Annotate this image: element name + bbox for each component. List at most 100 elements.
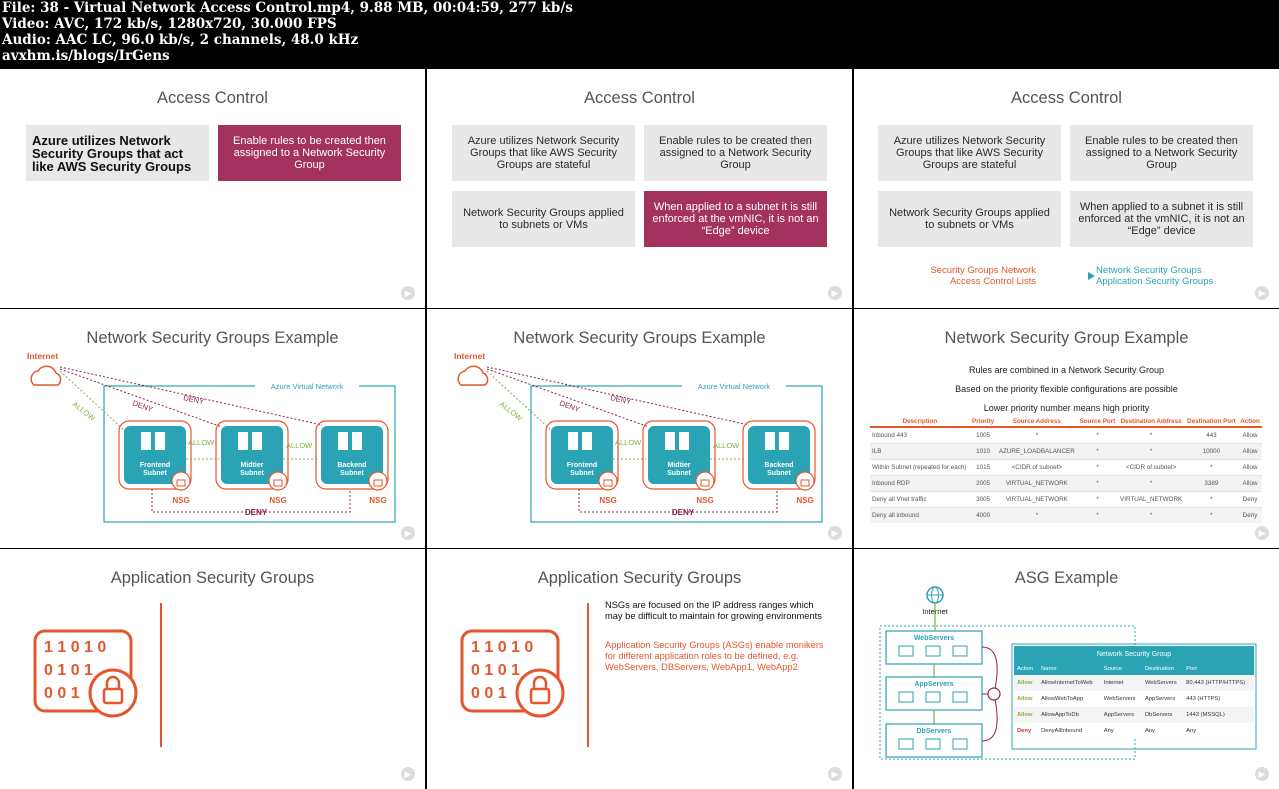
table-cell: AppServers xyxy=(1103,712,1135,718)
deny-label: DENY xyxy=(245,508,268,517)
lock-body xyxy=(603,479,613,487)
vnet-border xyxy=(103,385,396,523)
table-cell: Allow xyxy=(1238,443,1262,460)
slide-title: Application Security Groups xyxy=(537,569,742,587)
subnet-label: Subnet xyxy=(340,470,364,477)
asg-group-label: AppServers xyxy=(914,681,953,688)
table-cell: 2005 xyxy=(969,475,997,492)
table-cell: * xyxy=(1117,475,1185,492)
lock-icon xyxy=(268,471,288,491)
slide-title: Access Control xyxy=(157,89,268,107)
audio-info: Audio: AAC LC, 96.0 kb/s, 2 channels, 48… xyxy=(2,32,359,48)
binary-row: 0 1 0 1 xyxy=(471,662,520,679)
subnet-label: Midtier xyxy=(241,462,264,469)
nsg-label: NSG xyxy=(796,496,813,505)
subnet-label: Backend xyxy=(764,462,793,469)
table-cell: 80,443 (HTTP/HTTPS) xyxy=(1186,680,1246,686)
table-cell: Allow xyxy=(1017,712,1033,718)
table-cell: * xyxy=(1117,426,1185,444)
nsg-stateful-box: Azure utilizes Network Security Groups t… xyxy=(878,125,1061,181)
bullet-list: Rules are combined in a Network Security… xyxy=(854,361,1279,418)
internet-label: Internet xyxy=(454,351,485,361)
table-cell: AppServers xyxy=(1144,696,1176,702)
table-cell: * xyxy=(1077,475,1118,492)
deny-path xyxy=(486,366,750,426)
slide-title: Application Security Groups xyxy=(110,569,315,587)
deny-label: DENY xyxy=(183,393,205,406)
subnet-box xyxy=(748,426,810,484)
next-slide-icon: ▶ xyxy=(828,286,842,300)
table-cell: * xyxy=(1184,491,1239,508)
from-label: Security Groups Network Access Control L… xyxy=(930,265,1036,287)
server-icon xyxy=(155,432,165,450)
asg-header-cell: Source xyxy=(1103,666,1123,672)
table-cell: Deny xyxy=(1017,728,1032,734)
lock-icon xyxy=(695,471,715,491)
rules-header-cell: Description xyxy=(870,417,970,428)
slide-title: Access Control xyxy=(584,89,695,107)
server-icon xyxy=(665,432,675,450)
subnet-label: Subnet xyxy=(143,470,167,477)
asg-table-border xyxy=(1011,643,1257,750)
nsg-label: NSG xyxy=(172,496,189,505)
thumbnail-access-control-2[interactable]: Access Control Azure utilizes Network Se… xyxy=(427,69,852,308)
subnet-border xyxy=(545,420,619,490)
next-slide-icon: ▶ xyxy=(401,286,415,300)
subnet-label: Subnet xyxy=(667,470,691,477)
rules-header-cell: Destination Port xyxy=(1184,417,1239,428)
nsg-stateful-box: Azure utilizes Network Security Groups t… xyxy=(452,125,635,181)
thumbnail-nsg-example-1[interactable]: Network Security Groups Example Internet… xyxy=(0,309,425,548)
rules-header-cell: Source Address xyxy=(996,417,1078,428)
thumbnail-access-control-1[interactable]: Access Control Azure utilizes Network Se… xyxy=(0,69,425,308)
table-cell: WebServers xyxy=(1103,696,1136,702)
table-cell: Deny xyxy=(1238,491,1262,508)
next-slide-icon: ▶ xyxy=(401,767,415,781)
rules-header-cell: Action xyxy=(1238,417,1262,428)
applied-subnets-box: Network Security Groups applied to subne… xyxy=(452,191,635,247)
allow-path xyxy=(59,370,126,432)
allow-path xyxy=(486,370,553,432)
bullet-1: Rules are combined in a Network Security… xyxy=(968,365,1165,375)
enable-rules-box: Enable rules to be created then assigned… xyxy=(218,125,401,181)
nsg-label: NSG xyxy=(696,496,713,505)
thumbnail-nsg-rules-table[interactable]: Network Security Group Example Rules are… xyxy=(854,309,1279,548)
asg-group-label: DbServers xyxy=(916,728,951,735)
table-cell: * xyxy=(1117,443,1185,460)
lock-body xyxy=(800,479,810,487)
slide-title: Access Control xyxy=(1011,89,1122,107)
server-icon xyxy=(141,432,151,450)
thumbnail-access-control-3[interactable]: Access Control Azure utilizes Network Se… xyxy=(854,69,1279,308)
vm-icon xyxy=(952,691,968,703)
table-cell: * xyxy=(1184,507,1239,523)
subnet-border xyxy=(118,420,192,490)
vnet-border xyxy=(879,625,1136,760)
vm-icon xyxy=(925,738,941,750)
table-cell: 4000 xyxy=(969,507,997,523)
asg-header-cell: Destination xyxy=(1144,666,1174,672)
deny-path xyxy=(486,368,650,428)
enable-rules-box: Enable rules to be created then assigned… xyxy=(1070,125,1253,181)
table-cell: Deny all Vnet traffic xyxy=(870,491,970,508)
table-cell: <CIDR of subnet> xyxy=(1117,459,1185,476)
table-cell: Deny xyxy=(1238,507,1262,523)
server-icon xyxy=(679,432,689,450)
server-icon xyxy=(568,432,578,450)
slide-title: ASG Example xyxy=(1014,569,1119,587)
thumbnail-nsg-example-2[interactable]: Network Security Groups Example Internet… xyxy=(427,309,852,548)
table-cell: 3005 xyxy=(969,491,997,508)
thumbnail-asg-example[interactable]: ASG Example InternetWebServersAppServers… xyxy=(854,549,1279,789)
allow-label: ALLOW xyxy=(286,441,313,450)
subnet-label: Subnet xyxy=(570,470,594,477)
server-icon xyxy=(238,432,248,450)
video-info: Video: AVC, 172 kb/s, 1280x720, 30.000 F… xyxy=(2,16,337,32)
deny-label: DENY xyxy=(672,508,695,517)
